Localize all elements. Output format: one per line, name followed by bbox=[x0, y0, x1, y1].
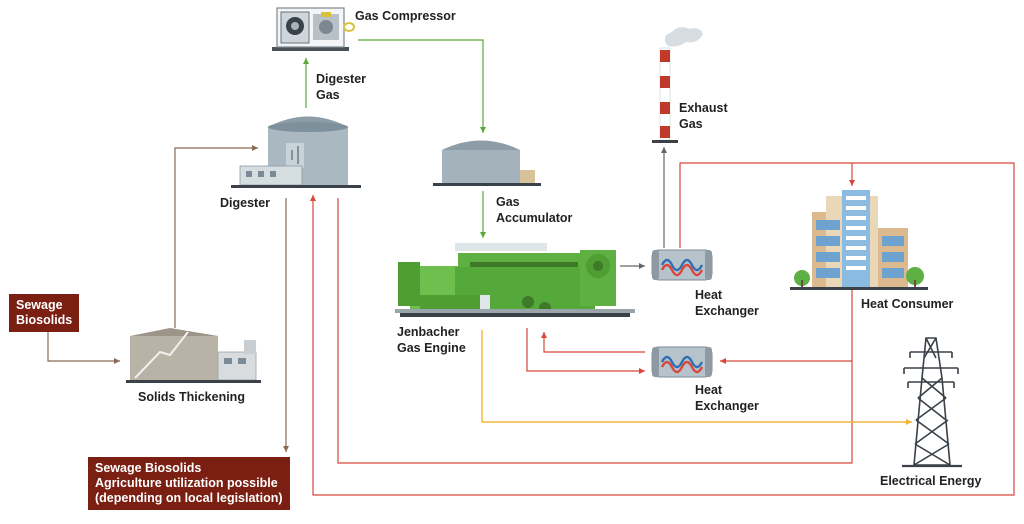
exchanger-to-engine-coolant-arrow bbox=[541, 332, 645, 353]
sewage-output-line1: Sewage Biosolids bbox=[95, 461, 202, 475]
exhaust-gas-label-line1: Exhaust bbox=[679, 101, 728, 115]
jenbacher-engine-label-line2: Gas Engine bbox=[397, 341, 466, 355]
outer-heat-loop bbox=[310, 162, 1015, 496]
engine-to-grid-arrow bbox=[481, 330, 912, 425]
sewage-input-line1: Sewage bbox=[16, 298, 63, 312]
heat-consumer-building-icon bbox=[790, 190, 928, 290]
thickening-to-digester-arrow bbox=[174, 145, 258, 328]
exhaust-gas-label-line2: Gas bbox=[679, 117, 703, 131]
sludge-flow-lines bbox=[47, 145, 289, 452]
exhaust-chimney-icon bbox=[652, 27, 703, 143]
sewage-to-thickening-arrow bbox=[47, 332, 120, 364]
gas-flow-lines bbox=[303, 39, 486, 238]
sewage-biosolids-output-box: Sewage Biosolids Agriculture utilization… bbox=[88, 457, 290, 510]
gas-compressor-icon bbox=[272, 7, 355, 51]
heat-exchanger-bottom-label-line2: Exchanger bbox=[695, 399, 759, 413]
digester-gas-label-line1: Digester bbox=[316, 72, 367, 86]
solids-thickening-label: Solids Thickening bbox=[138, 390, 245, 404]
heat-exchanger-top-icon bbox=[651, 249, 713, 281]
gas-accumulator-icon bbox=[433, 140, 541, 186]
compressor-to-accumulator-arrow bbox=[358, 39, 486, 133]
power-flow-lines bbox=[481, 330, 912, 425]
sewage-input-line2: Biosolids bbox=[16, 313, 73, 327]
gas-accumulator-label-line1: Gas bbox=[496, 195, 520, 209]
heat-consumer-label: Heat Consumer bbox=[861, 297, 954, 311]
heat-consumer-return-line bbox=[337, 198, 853, 464]
jenbacher-engine-label-line1: Jenbacher bbox=[397, 325, 460, 339]
heat-flow-lines bbox=[310, 162, 1015, 496]
heat-exchanger-top-label-line1: Heat bbox=[695, 288, 723, 302]
exhaust-flow-lines bbox=[620, 147, 667, 269]
sewage-biosolids-input-box: Sewage Biosolids bbox=[9, 294, 80, 332]
heat-exchanger-top-label-line2: Exchanger bbox=[695, 304, 759, 318]
transmission-tower-icon bbox=[902, 337, 962, 468]
digester-icon bbox=[231, 116, 361, 188]
sewage-output-line2: Agriculture utilization possible bbox=[95, 476, 278, 490]
gas-accumulator-label-line2: Accumulator bbox=[496, 211, 573, 225]
gas-engine-icon bbox=[395, 243, 635, 317]
digester-gas-label-line2: Gas bbox=[316, 88, 340, 102]
heat-exchanger-bottom-label-line1: Heat bbox=[695, 383, 723, 397]
engine-coolant-to-exchanger-arrow bbox=[526, 328, 645, 374]
gas-compressor-label: Gas Compressor bbox=[355, 9, 456, 23]
solids-thickening-icon bbox=[126, 328, 261, 383]
sewage-output-line3: (depending on local legislation) bbox=[95, 491, 283, 505]
heat-exchanger-bottom-icon bbox=[651, 346, 713, 378]
electrical-energy-label: Electrical Energy bbox=[880, 474, 982, 488]
digester-label: Digester bbox=[220, 196, 271, 210]
